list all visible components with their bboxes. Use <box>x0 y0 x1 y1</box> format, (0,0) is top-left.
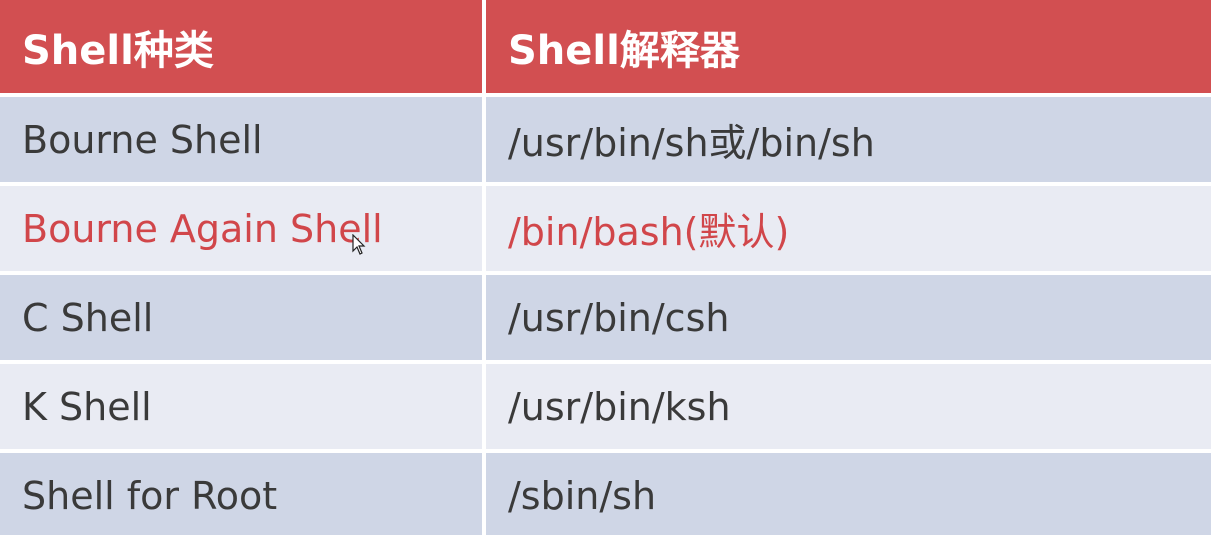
table-row-4-interpreter: /usr/bin/ksh <box>486 364 1211 449</box>
table-row-2-shell: Bourne Again Shell <box>0 186 482 271</box>
table-row-4-shell: K Shell <box>0 364 482 449</box>
header-shell-interpreter: Shell解释器 <box>486 0 1211 93</box>
table-row-2-interpreter: /bin/bash(默认) <box>486 186 1211 271</box>
table-row-1-interpreter: /usr/bin/sh或/bin/sh <box>486 97 1211 182</box>
mouse-pointer-icon <box>352 234 366 255</box>
table-row-3-shell: C Shell <box>0 275 482 360</box>
table-row-5-interpreter: /sbin/sh <box>486 453 1211 535</box>
table-row-1-shell: Bourne Shell <box>0 97 482 182</box>
table-row-5-shell: Shell for Root <box>0 453 482 535</box>
table-row-3-interpreter: /usr/bin/csh <box>486 275 1211 360</box>
header-shell-type: Shell种类 <box>0 0 482 93</box>
